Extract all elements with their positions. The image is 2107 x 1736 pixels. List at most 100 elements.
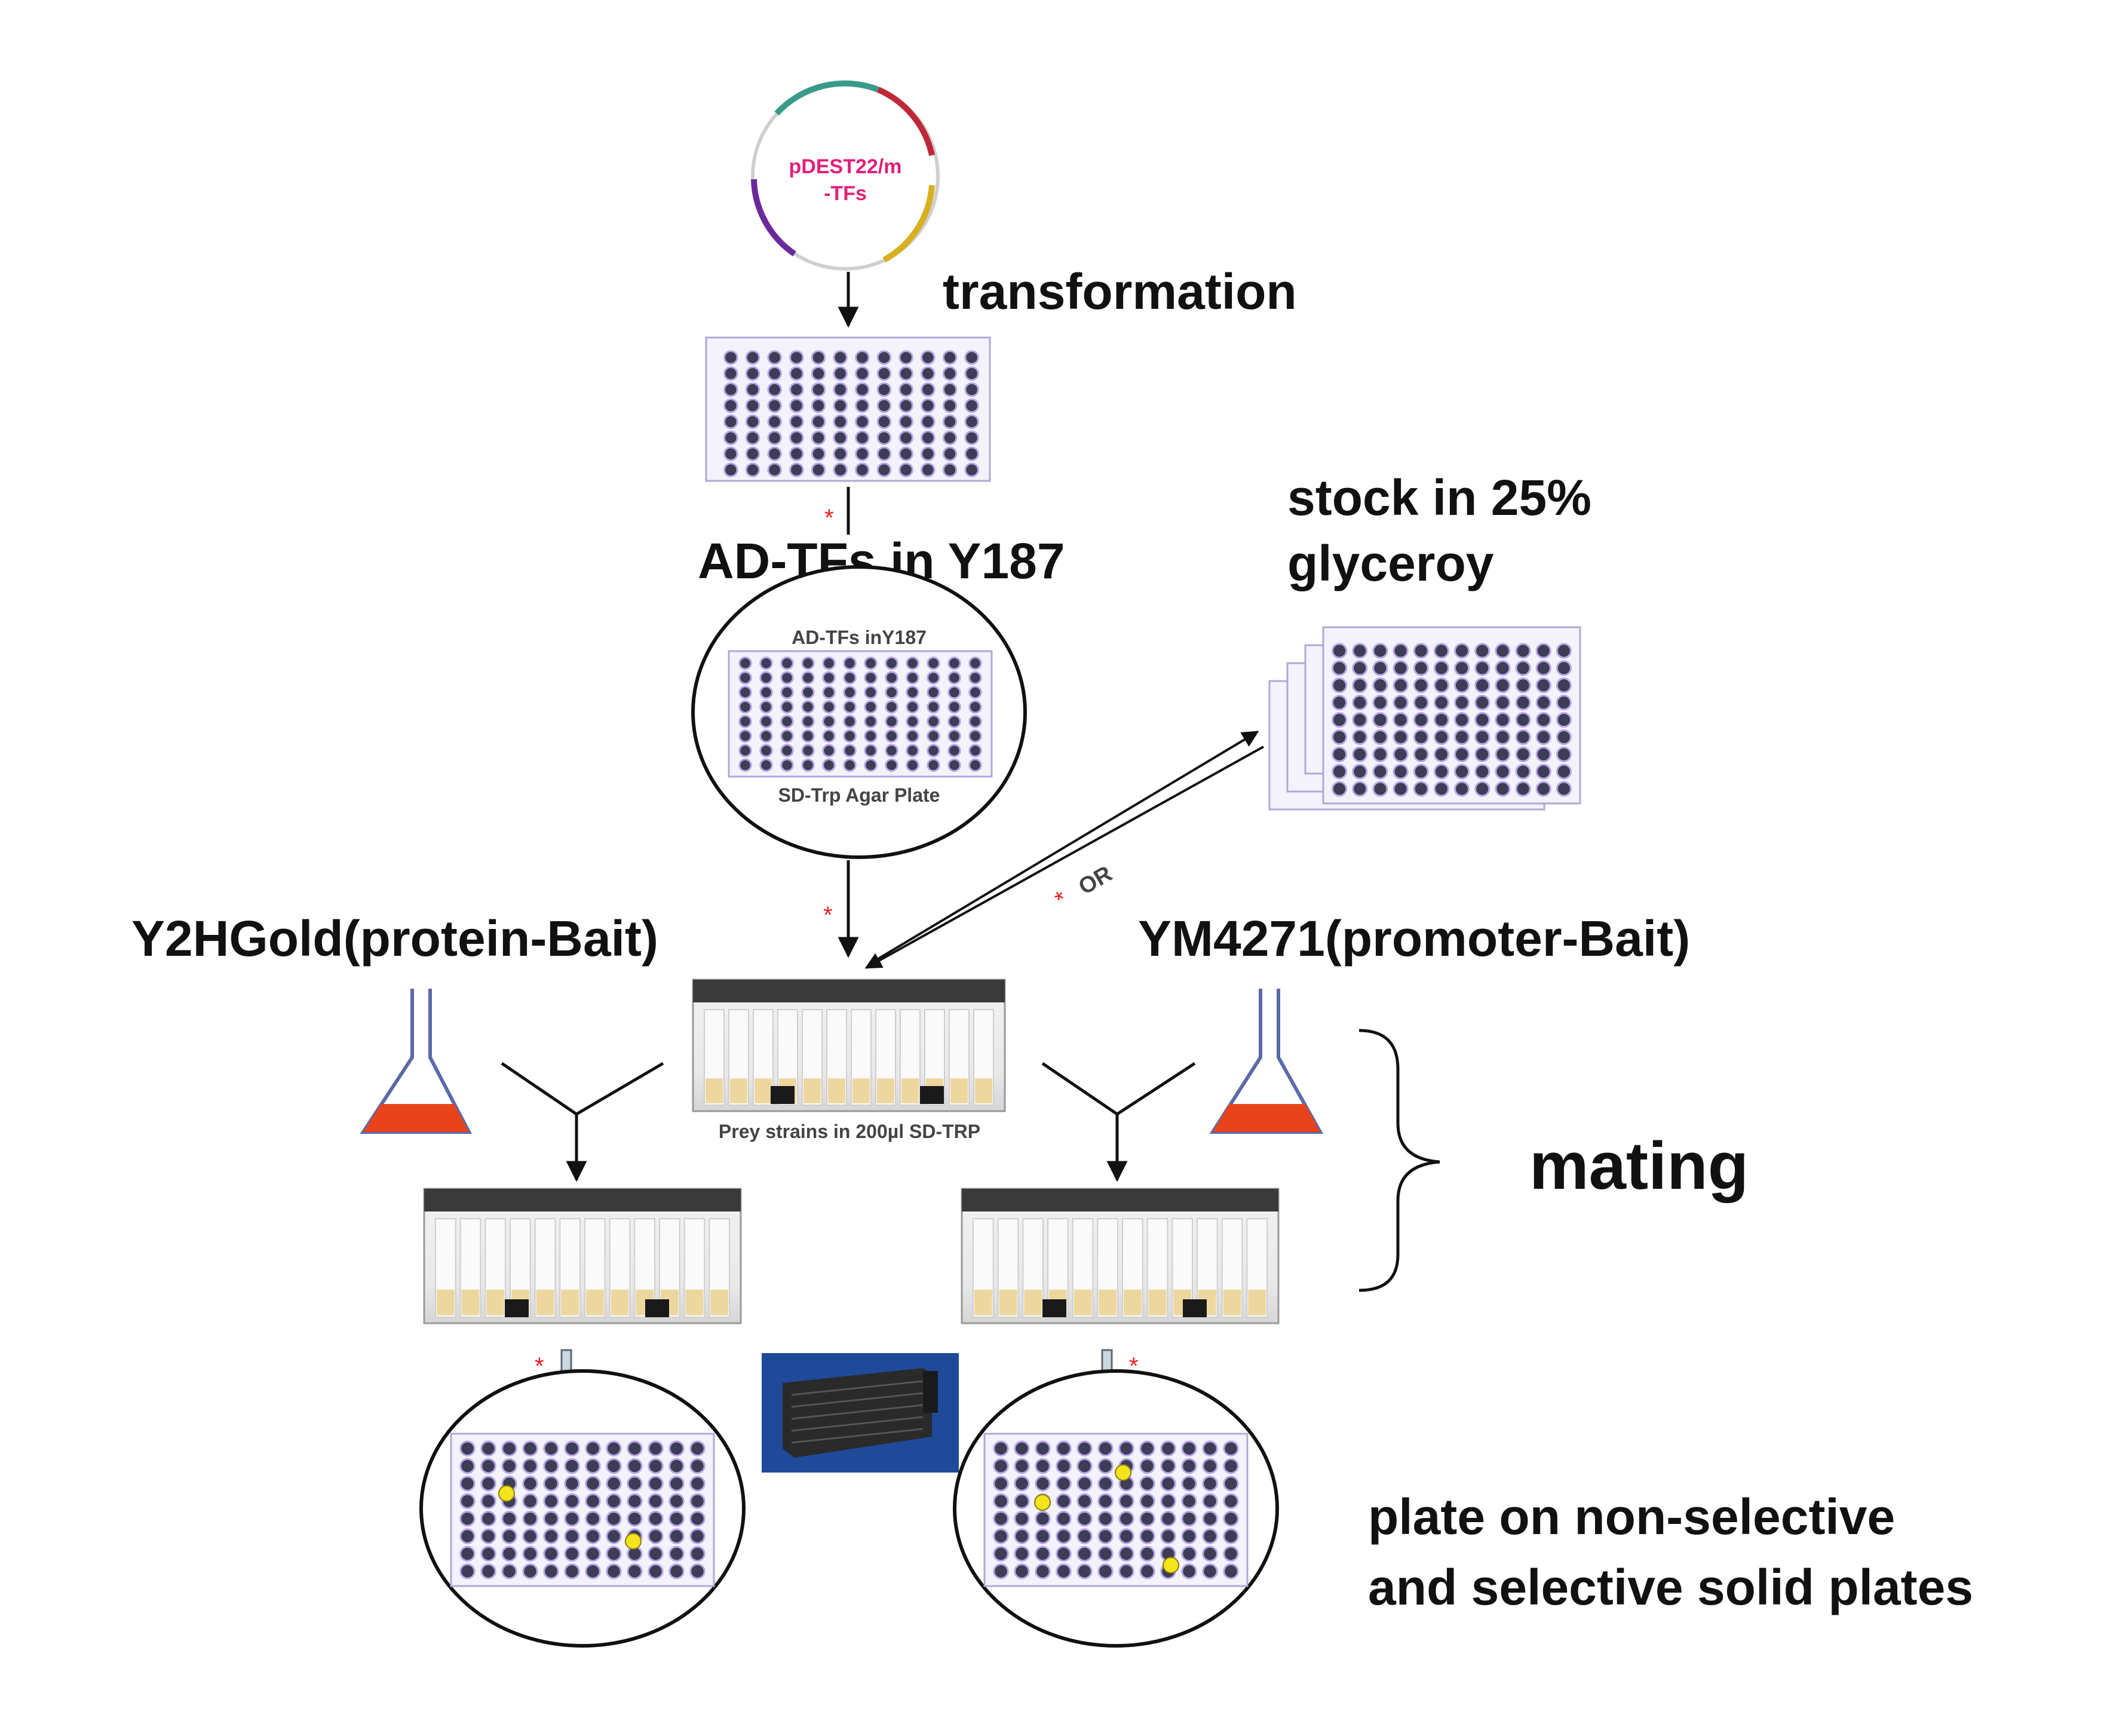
- tube-culture: [710, 1289, 728, 1315]
- well: [1202, 1440, 1218, 1456]
- well: [921, 414, 936, 430]
- well: [1202, 1458, 1218, 1474]
- well: [723, 382, 738, 397]
- well: [801, 744, 815, 757]
- tube-culture: [1248, 1289, 1266, 1315]
- well: [1454, 660, 1470, 676]
- well: [1454, 643, 1470, 659]
- well: [1372, 677, 1388, 694]
- well: [1139, 1458, 1155, 1474]
- well: [738, 744, 752, 757]
- well: [1160, 1476, 1176, 1492]
- well: [668, 1458, 685, 1474]
- well: [947, 714, 961, 728]
- well: [459, 1545, 476, 1562]
- tube-culture: [828, 1078, 845, 1103]
- tube-culture: [437, 1289, 455, 1315]
- well: [668, 1563, 685, 1579]
- well: [668, 1476, 685, 1492]
- bait-right-label: YM4271(promoter-Bait): [1138, 910, 1690, 967]
- well: [1556, 677, 1572, 694]
- well: [1393, 695, 1409, 711]
- well: [585, 1458, 601, 1474]
- well: [864, 700, 878, 714]
- well: [1433, 781, 1449, 797]
- tube-culture: [852, 1078, 870, 1103]
- well: [993, 1563, 1009, 1579]
- well: [1352, 729, 1368, 745]
- well: [964, 446, 979, 461]
- well: [843, 714, 857, 728]
- well: [1474, 763, 1490, 780]
- well: [759, 758, 773, 772]
- well: [898, 462, 913, 477]
- well: [564, 1493, 580, 1510]
- well: [780, 700, 794, 714]
- well: [780, 758, 794, 772]
- well: [689, 1510, 706, 1527]
- well: [1056, 1545, 1072, 1562]
- well: [1454, 729, 1470, 745]
- well: [1035, 1476, 1051, 1492]
- well: [648, 1563, 664, 1579]
- well: [1139, 1528, 1155, 1544]
- well: [898, 446, 913, 461]
- well: [864, 685, 878, 700]
- well: [864, 714, 878, 728]
- well: [767, 382, 782, 397]
- well: [1352, 781, 1368, 797]
- tube-culture: [706, 1078, 723, 1103]
- well: [745, 398, 760, 413]
- arrow-to-glycerol-stock: [877, 731, 1259, 960]
- well: [1139, 1545, 1155, 1562]
- well: [833, 366, 848, 381]
- tube-culture: [1148, 1289, 1167, 1315]
- well: [480, 1476, 496, 1492]
- well: [1413, 729, 1429, 745]
- well: [745, 414, 760, 430]
- tube-culture: [1223, 1289, 1241, 1315]
- well: [1332, 711, 1348, 728]
- well: [723, 398, 738, 413]
- well: [1474, 781, 1490, 797]
- well: [822, 714, 836, 728]
- well: [789, 366, 804, 381]
- well: [947, 700, 961, 714]
- tube-culture: [975, 1078, 992, 1103]
- well: [1535, 695, 1551, 711]
- well: [627, 1493, 643, 1510]
- well: [459, 1493, 476, 1510]
- well: [1014, 1440, 1030, 1456]
- positive-colony: [625, 1533, 642, 1550]
- well: [942, 430, 958, 446]
- well: [543, 1563, 559, 1579]
- well: [1332, 643, 1348, 659]
- well: [1223, 1440, 1239, 1456]
- well: [480, 1510, 496, 1527]
- well: [811, 462, 826, 477]
- star-marker: *: [1051, 886, 1072, 913]
- well: [543, 1528, 559, 1544]
- well: [898, 398, 913, 413]
- well: [1160, 1458, 1176, 1474]
- well: [745, 462, 760, 477]
- plate-top-label: AD-TFs inY187: [792, 627, 927, 648]
- well: [780, 744, 794, 757]
- well: [1118, 1510, 1134, 1527]
- well: [1139, 1510, 1155, 1527]
- well: [1056, 1563, 1072, 1579]
- result-plate-left: [419, 1369, 746, 1648]
- tube-culture: [877, 1078, 894, 1103]
- well: [522, 1528, 538, 1544]
- tube-culture: [950, 1078, 968, 1103]
- well: [855, 430, 870, 446]
- well: [689, 1458, 706, 1474]
- mating-block-left: [423, 1188, 742, 1324]
- well: [1393, 746, 1409, 762]
- well: [648, 1510, 664, 1527]
- well: [501, 1440, 517, 1456]
- well: [811, 398, 826, 413]
- well: [1202, 1545, 1218, 1562]
- well: [1223, 1545, 1239, 1562]
- well: [1035, 1440, 1051, 1456]
